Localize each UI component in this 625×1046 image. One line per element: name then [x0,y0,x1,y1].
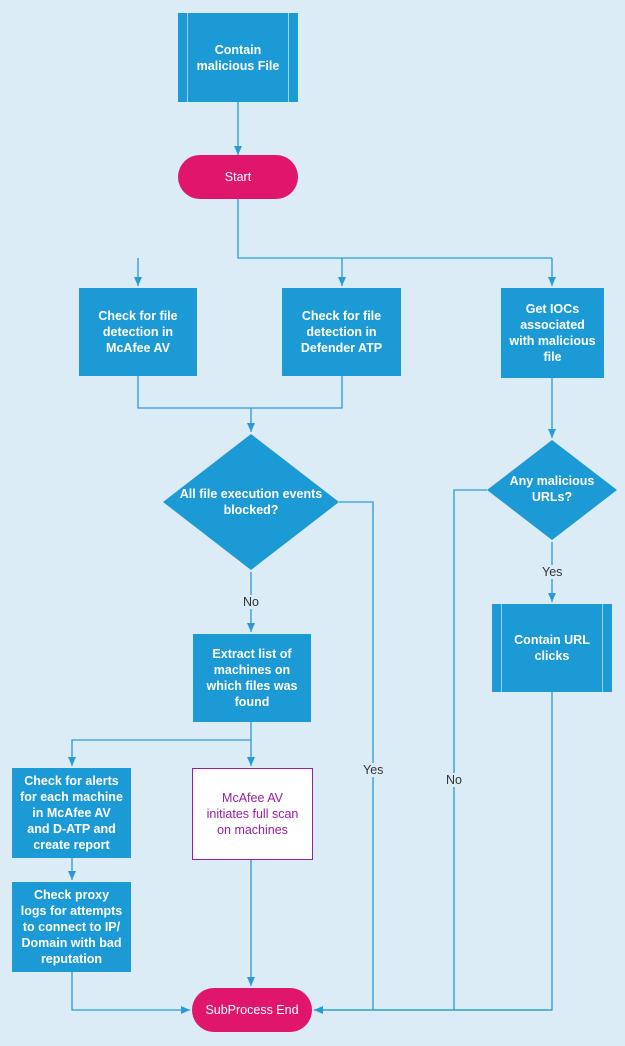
all-blocked-label: All file execution events blocked? [179,487,323,517]
subprocess-end-label: SubProcess End [205,1003,299,1017]
contain-malicious-file-label: Contain malicious File [196,42,280,73]
yes-blocked-label: Yes [361,763,386,777]
get-iocs-box: Get IOCs associated with malicious file [501,288,604,378]
yes-urls-label: Yes [540,565,565,579]
check-mcafee-box: Check for file detection in McAfee AV [79,288,197,376]
any-urls-label: Any malicious URLs? [509,474,595,504]
extract-list-label: Extract list of machines on which files … [206,647,298,709]
no-urls-label: No [444,773,464,787]
check-alerts-box: Check for alerts for each machine in McA… [12,768,131,858]
start-label: Start [224,170,252,184]
mcafee-scan-box: McAfee AV initiates full scan on machine… [192,768,313,860]
check-defender-label: Check for file detection in Defender ATP [300,309,383,355]
edge-contain-url-to-end [314,692,553,1014]
check-proxy-label: Check proxy logs for attempts to connect… [20,888,123,966]
no-blocked-label: No [241,595,261,609]
contain-malicious-file-box: Contain malicious File [178,13,298,102]
mcafee-scan-label: McAfee AV initiates full scan on machine… [206,791,299,837]
contain-url-box: Contain URL clicks [492,604,612,692]
edge-proxy-to-end [71,972,190,1014]
edge-mcafee-merge [137,376,343,409]
edge-start-split [237,199,552,259]
start-terminal: Start [178,155,298,199]
edge-urls-no [453,489,487,1010]
decision-any-urls-shape [487,440,617,540]
subprocess-end-terminal: SubProcess End [192,988,312,1032]
extract-list-box: Extract list of machines on which files … [193,634,311,722]
contain-url-label: Contain URL clicks [514,633,590,663]
edge-to-alerts [68,739,251,766]
check-alerts-label: Check for alerts for each machine in McA… [20,774,123,852]
check-proxy-box: Check proxy logs for attempts to connect… [12,882,131,972]
check-mcafee-label: Check for file detection in McAfee AV [98,309,178,355]
check-defender-box: Check for file detection in Defender ATP [282,288,401,376]
get-iocs-label: Get IOCs associated with malicious file [509,302,596,364]
edge-blocked-yes [339,501,374,1010]
decision-all-blocked-shape [163,434,339,570]
